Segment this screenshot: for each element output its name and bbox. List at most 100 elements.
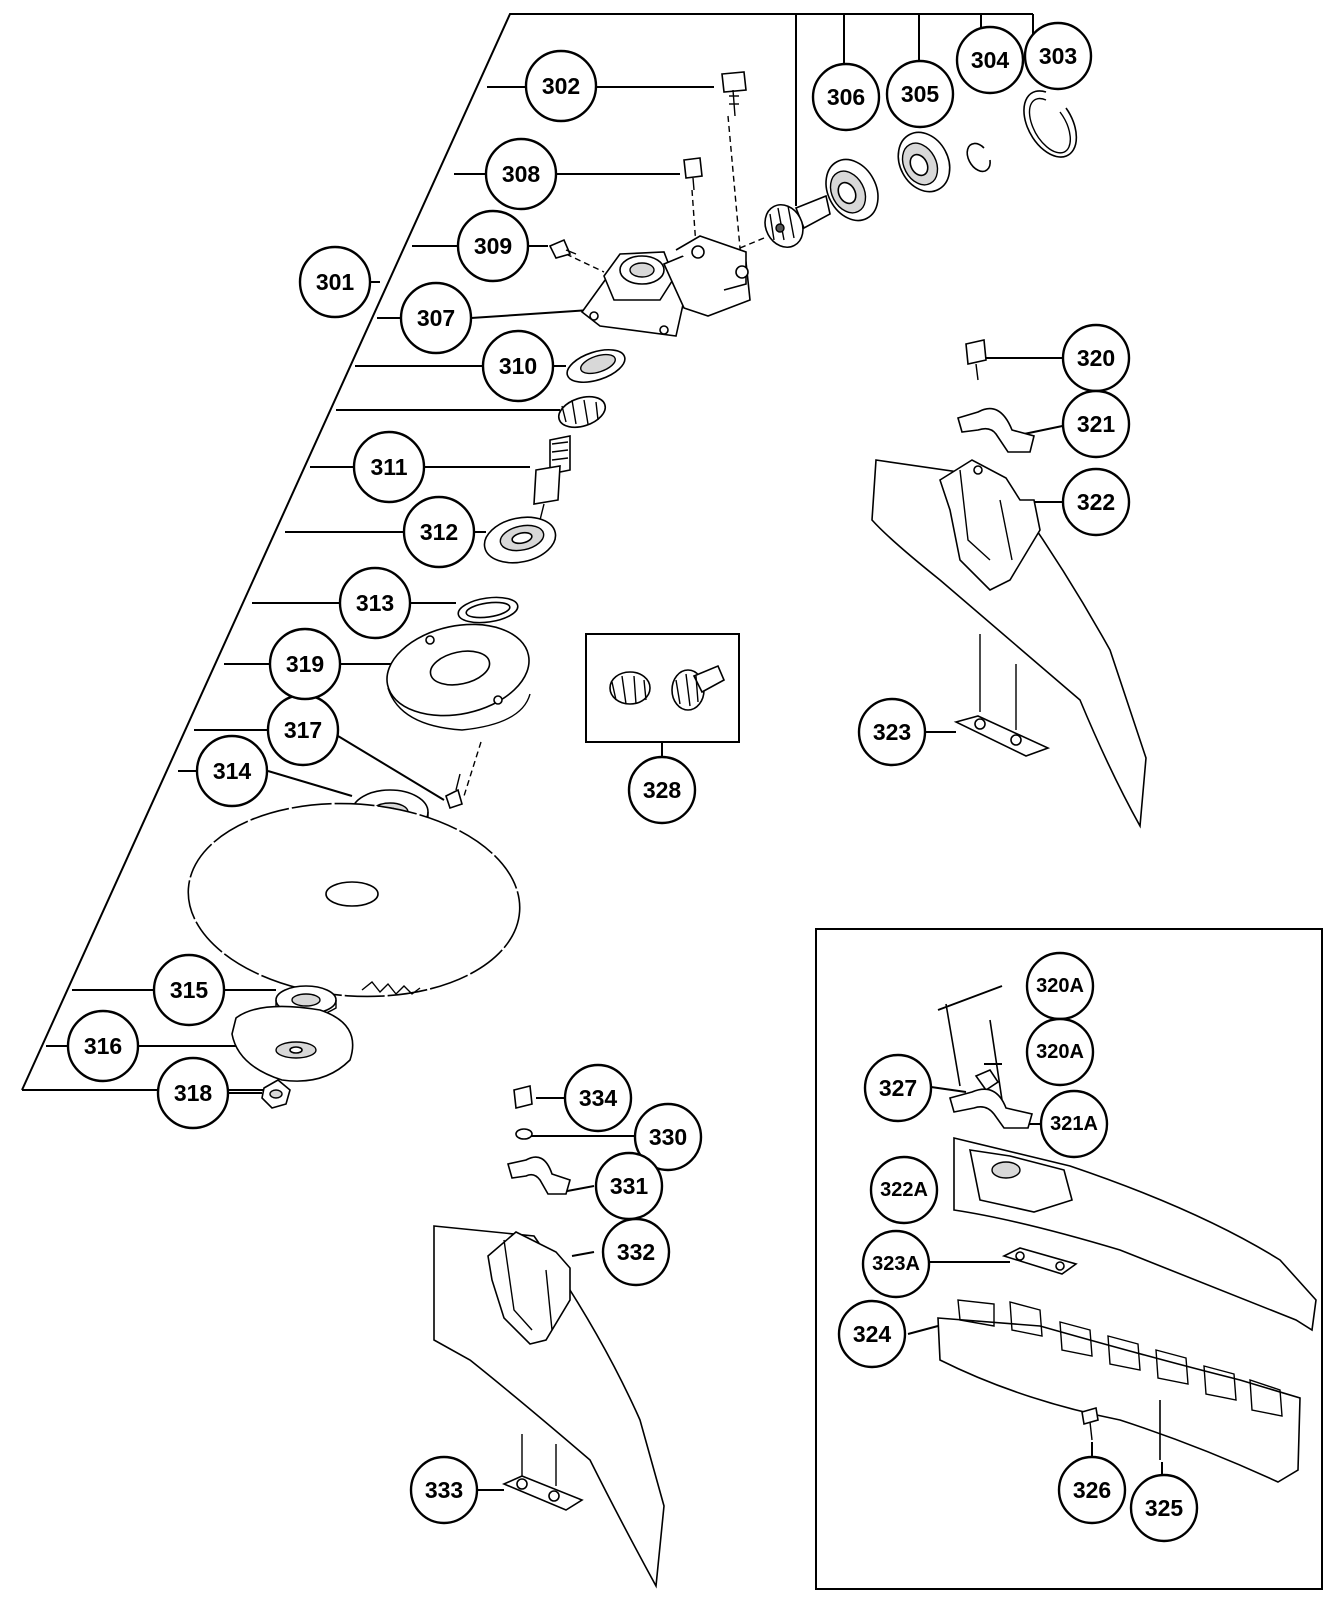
- label-text: 320: [1077, 345, 1115, 371]
- label-text: 301: [316, 269, 355, 295]
- label-315: 315: [152, 953, 226, 1027]
- label-318: 318: [156, 1056, 230, 1130]
- label-320: 320: [1061, 323, 1131, 393]
- part-318-nut: [261, 1079, 291, 1109]
- label-text: 321A: [1050, 1113, 1098, 1135]
- label-text: 305: [901, 81, 940, 107]
- part-310-bearing: [566, 348, 626, 384]
- label-text: 331: [610, 1173, 649, 1199]
- inset-box: [815, 928, 1323, 1590]
- label-text: 320A: [1036, 975, 1084, 997]
- label-312: 312: [402, 495, 476, 569]
- label-text: 334: [579, 1085, 618, 1111]
- label-text: 306: [827, 84, 865, 110]
- label-text: 327: [879, 1075, 917, 1101]
- label-322A: 322A: [869, 1155, 939, 1225]
- label-text: 330: [649, 1124, 687, 1150]
- label-text: 309: [474, 233, 512, 259]
- part-302-bolt: [721, 71, 747, 117]
- label-302: 302: [524, 49, 598, 123]
- label-text: 317: [284, 717, 322, 743]
- label-317: 317: [266, 693, 340, 767]
- label-334: 334: [563, 1063, 633, 1133]
- label-text: 311: [370, 454, 407, 480]
- part-303-circlip: [1023, 90, 1078, 158]
- label-305: 305: [885, 59, 955, 129]
- part-307-gear-case: [580, 235, 751, 337]
- label-306: 306: [811, 62, 881, 132]
- label-307: 307: [399, 281, 473, 355]
- label-309: 309: [456, 209, 530, 283]
- label-text: 314: [213, 758, 252, 784]
- label-323A: 323A: [861, 1229, 931, 1299]
- part-312-bearing: [483, 516, 557, 564]
- label-328: 328: [627, 755, 697, 825]
- label-319: 319: [268, 627, 342, 701]
- label-text: 308: [502, 161, 541, 187]
- part-311-shaft: [533, 435, 571, 521]
- label-text: 322A: [880, 1179, 928, 1201]
- label-314: 314: [195, 734, 269, 808]
- label-303: 303: [1023, 21, 1093, 91]
- label-310: 310: [481, 329, 555, 403]
- label-text: 322: [1077, 489, 1115, 515]
- part-309-screw: [548, 238, 577, 259]
- part-305-bearing: [897, 131, 951, 193]
- label-331: 331: [594, 1151, 664, 1221]
- label-333: 333: [409, 1455, 479, 1525]
- part-pinion-gear: [764, 194, 831, 248]
- label-text: 328: [643, 777, 682, 803]
- label-text: 326: [1073, 1477, 1111, 1503]
- part-313-washer: [457, 596, 519, 624]
- label-text: 333: [425, 1477, 463, 1503]
- label-308: 308: [484, 137, 558, 211]
- part-308-screw: [683, 157, 703, 191]
- part-bevel-gear: [557, 395, 607, 429]
- part-304-snap-ring: [966, 142, 991, 173]
- label-304: 304: [955, 25, 1025, 95]
- label-320A-bottom: 320A: [1025, 1017, 1095, 1087]
- label-text: 318: [174, 1080, 213, 1106]
- label-text: 325: [1145, 1495, 1184, 1521]
- gear-set-box-328: [585, 633, 740, 756]
- label-text: 323A: [872, 1253, 920, 1275]
- label-text: 315: [170, 977, 209, 1003]
- guard-assembly-330-334: [433, 1085, 665, 1589]
- label-316: 316: [66, 1009, 140, 1083]
- label-text: 307: [417, 305, 455, 331]
- bracket-301-lines: [21, 13, 1034, 1094]
- label-text: 304: [971, 47, 1010, 73]
- label-327: 327: [863, 1053, 933, 1123]
- label-321A: 321A: [1039, 1089, 1109, 1159]
- label-313: 313: [338, 566, 412, 640]
- label-325: 325: [1129, 1473, 1199, 1543]
- part-319-cover: [386, 623, 531, 731]
- label-324: 324: [837, 1299, 907, 1369]
- part-316-cup: [231, 1005, 354, 1082]
- label-text: 320A: [1036, 1041, 1084, 1063]
- label-text: 324: [853, 1321, 892, 1347]
- label-301: 301: [298, 245, 372, 319]
- guard-assembly-320-323: [871, 339, 1147, 829]
- label-321: 321: [1061, 389, 1131, 459]
- label-text: 303: [1039, 43, 1077, 69]
- label-text: 310: [499, 353, 537, 379]
- label-323: 323: [857, 697, 927, 767]
- label-332: 332: [601, 1217, 671, 1287]
- label-326: 326: [1057, 1455, 1127, 1525]
- label-text: 332: [617, 1239, 655, 1265]
- part-317-bolt: [445, 773, 463, 810]
- label-322: 322: [1061, 467, 1131, 537]
- label-text: 321: [1077, 411, 1116, 437]
- label-text: 316: [84, 1033, 122, 1059]
- label-text: 319: [286, 651, 324, 677]
- label-320A-top: 320A: [1025, 951, 1095, 1021]
- part-306-bearing: [825, 158, 879, 222]
- part-blade: [187, 802, 521, 998]
- label-text: 313: [356, 590, 394, 616]
- label-311: 311: [352, 430, 426, 504]
- label-text: 302: [542, 73, 580, 99]
- label-text: 312: [420, 519, 458, 545]
- label-330: 330: [633, 1102, 703, 1172]
